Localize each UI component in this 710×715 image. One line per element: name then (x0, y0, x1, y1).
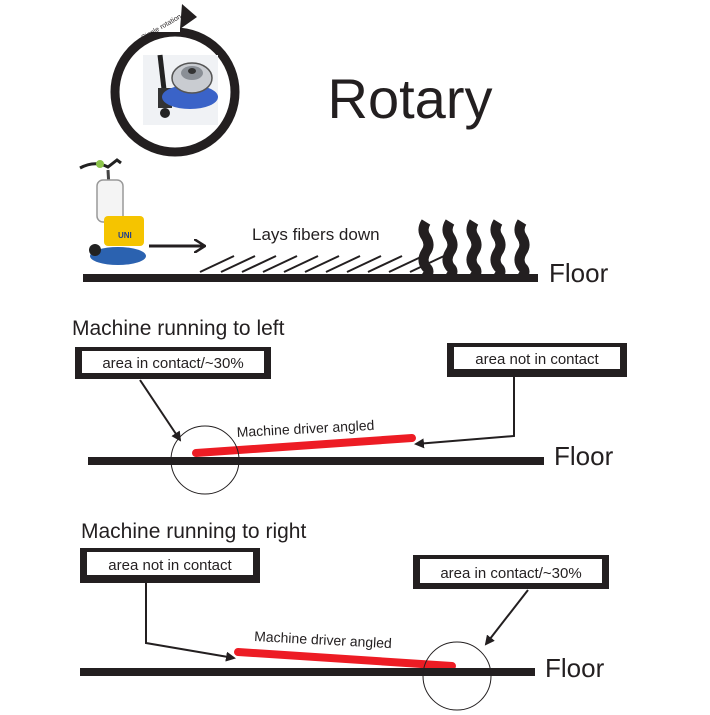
floor-line-right (80, 668, 535, 676)
fiber-5 (514, 219, 530, 281)
laid-fiber-stroke (283, 255, 319, 273)
no-contact-pointer-right-icon (145, 583, 236, 662)
laid-fiber-stroke (262, 255, 298, 273)
driver-label-left: Machine driver angled (236, 417, 374, 440)
driver-pad-left (192, 434, 416, 457)
heading-running-right: Machine running to right (81, 520, 306, 543)
contact-label-left: area in contact/~30% (102, 355, 243, 372)
rotation-gap (150, 8, 180, 32)
rotation-badge: Single rotation (110, 4, 240, 157)
contact-label-right: area in contact/~30% (440, 565, 581, 582)
floor-label-top: Floor (549, 258, 609, 288)
floor-machine-icon: UNI (79, 158, 146, 265)
laid-fiber-stroke (199, 255, 235, 273)
floor-line-top (83, 274, 538, 282)
machine-tank (96, 179, 124, 223)
driver-label-right: Machine driver angled (254, 628, 392, 651)
floor-label-right: Floor (545, 653, 605, 683)
laid-fiber-stroke (241, 255, 277, 273)
machine-base (90, 247, 146, 265)
no-contact-box-right-inner (87, 552, 253, 575)
floor-label-left: Floor (554, 441, 614, 471)
contact-circle-right (422, 641, 492, 711)
no-contact-label-right: area not in contact (108, 557, 232, 574)
contact-box-right-inner (420, 559, 602, 583)
contact-pointer-left-icon (139, 379, 182, 442)
driver-pad-right (234, 648, 456, 670)
fiber-2 (442, 219, 458, 281)
rotation-arrowhead-icon (180, 4, 197, 29)
contact-circle-left (170, 425, 240, 495)
laid-fiber-stroke (346, 255, 382, 273)
contact-pointer-right-icon (484, 589, 529, 646)
no-contact-pointer-left-icon (414, 377, 515, 449)
fiber-3 (466, 219, 482, 281)
laid-fiber-stroke (325, 255, 361, 273)
machine-motor (104, 216, 144, 246)
fiber-1 (418, 219, 434, 281)
fiber-4 (490, 219, 506, 281)
contact-box-left-inner (82, 351, 264, 373)
laid-fiber-stroke (388, 255, 424, 273)
rotary-machine-photo-icon (143, 54, 218, 125)
no-contact-label-left: area not in contact (475, 351, 599, 368)
page-title: Rotary (328, 67, 493, 130)
no-contact-box-left-inner (454, 347, 620, 369)
laid-fiber-stroke (220, 255, 256, 273)
floor-line-left (88, 457, 544, 465)
laid-fiber-stroke (304, 255, 340, 273)
fibers-caption: Lays fibers down (252, 225, 380, 244)
standing-fibers (418, 219, 530, 281)
laid-fiber-stroke (367, 255, 403, 273)
heading-running-left: Machine running to left (72, 317, 285, 340)
machine-badge: UNI (118, 231, 132, 240)
laid-fibers (199, 255, 445, 273)
